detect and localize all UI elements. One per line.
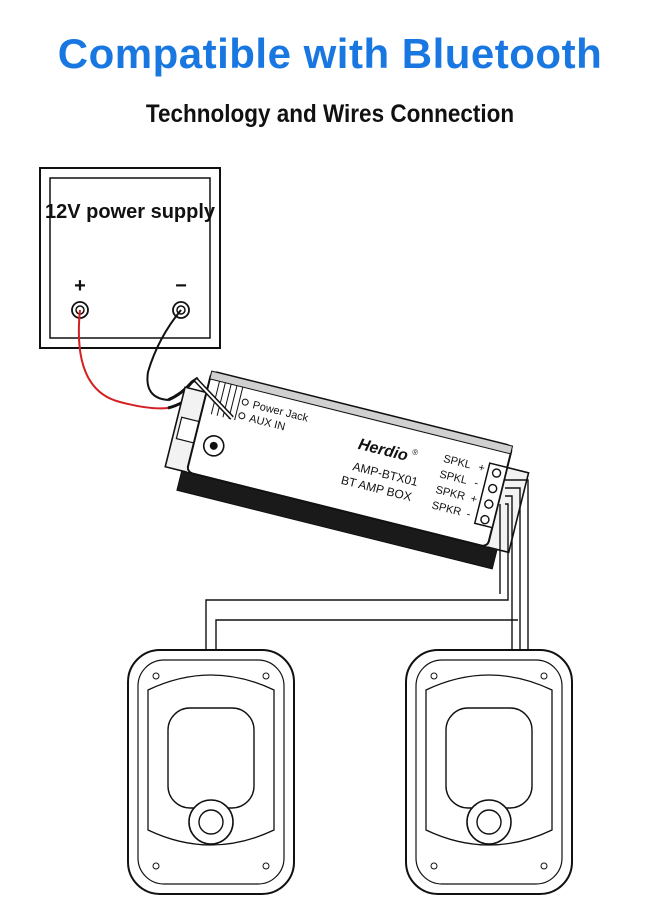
screw-icon: [540, 862, 548, 870]
screw-icon: [262, 672, 270, 680]
screw-icon: [540, 672, 548, 680]
screw-icon: [152, 672, 160, 680]
page-title: Compatible with Bluetooth: [57, 30, 603, 77]
svg-text:+: +: [469, 493, 478, 506]
screw-icon: [152, 862, 160, 870]
registered-mark: ®: [411, 447, 419, 457]
black-negative-wire: [146, 309, 182, 401]
power-supply-inner-frame: [49, 177, 211, 339]
minus-sign: −: [175, 275, 187, 297]
speaker-wires: [205, 479, 529, 650]
screw-icon: [430, 672, 438, 680]
left-speaker: [127, 649, 295, 895]
page-subtitle: Technology and Wires Connection: [145, 100, 515, 128]
amplifier: Power Jack AUX IN Herdio ® AMP-BTX01 BT …: [164, 370, 530, 570]
power-jack-port: [202, 435, 225, 457]
svg-text:-: -: [473, 477, 480, 490]
plus-sign: +: [74, 275, 86, 297]
svg-text:+: +: [477, 462, 486, 475]
power-cable: [167, 376, 199, 402]
screw-icon: [262, 862, 270, 870]
power-supply-outer-frame: [39, 167, 221, 349]
right-speaker: [405, 649, 573, 895]
red-positive-wire: [77, 309, 169, 410]
svg-text:-: -: [465, 508, 472, 521]
speaker-terminal-block: [473, 462, 509, 529]
power-supply: 12V power supply + −: [39, 167, 221, 349]
screw-icon: [430, 862, 438, 870]
power-jack-indicator-icon: [241, 398, 249, 406]
aux-in-indicator-icon: [238, 412, 246, 420]
power-supply-label: 12V power supply: [45, 201, 216, 223]
